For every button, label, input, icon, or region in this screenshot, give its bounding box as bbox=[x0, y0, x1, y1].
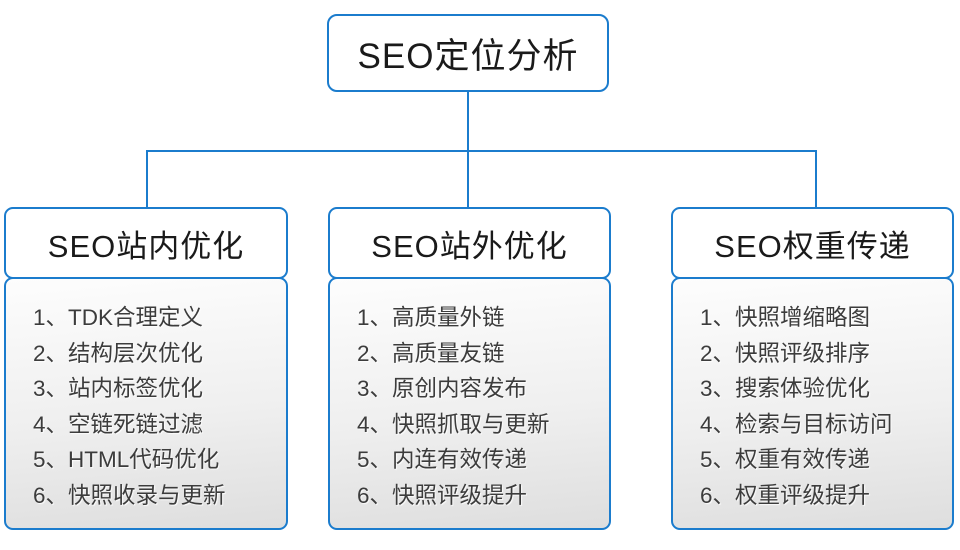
list-item: 6、快照收录与更新 bbox=[33, 482, 226, 508]
column-onsite-header: SEO站内优化 bbox=[4, 207, 288, 279]
column-onsite-optimization: SEO站内优化 1、TDK合理定义 2、结构层次优化 3、站内标签优化 4、空链… bbox=[4, 207, 288, 530]
list-item: 3、搜索体验优化 bbox=[700, 376, 871, 401]
column-offsite-panel: 1、高质量外链 2、高质量友链 3、原创内容发布 4、快照抓取与更新 5、内连有… bbox=[328, 277, 611, 530]
list-item: 5、HTML代码优化 bbox=[33, 447, 220, 472]
list-item: 2、高质量友链 bbox=[357, 340, 505, 366]
column-offsite-optimization: SEO站外优化 1、高质量外链 2、高质量友链 3、原创内容发布 4、快照抓取与… bbox=[328, 207, 611, 530]
column-onsite-title: SEO站内优化 bbox=[47, 228, 245, 264]
list-item: 6、权重评级提升 bbox=[700, 482, 871, 508]
column-offsite-item-list: 1、高质量外链 2、高质量友链 3、原创内容发布 4、快照抓取与更新 5、内连有… bbox=[357, 300, 601, 513]
column-weight-transfer: SEO权重传递 1、快照增缩略图 2、快照评级排序 3、搜索体验优化 4、检索与… bbox=[671, 207, 954, 530]
list-item: 3、原创内容发布 bbox=[357, 376, 528, 401]
column-onsite-panel: 1、TDK合理定义 2、结构层次优化 3、站内标签优化 4、空链死链过滤 5、H… bbox=[4, 277, 288, 530]
root-node-seo-positioning: SEO定位分析 bbox=[327, 14, 609, 92]
list-item: 6、快照评级提升 bbox=[357, 482, 528, 508]
list-item: 5、内连有效传递 bbox=[357, 447, 528, 472]
list-item: 2、快照评级排序 bbox=[700, 340, 871, 366]
connector-middle-drop bbox=[467, 150, 469, 208]
list-item: 4、检索与目标访问 bbox=[700, 411, 893, 437]
connector-left-drop bbox=[146, 150, 148, 208]
list-item: 3、站内标签优化 bbox=[33, 376, 204, 401]
column-onsite-item-list: 1、TDK合理定义 2、结构层次优化 3、站内标签优化 4、空链死链过滤 5、H… bbox=[33, 300, 278, 513]
list-item: 4、空链死链过滤 bbox=[33, 411, 204, 437]
column-weight-header: SEO权重传递 bbox=[671, 207, 954, 279]
list-item: 2、结构层次优化 bbox=[33, 340, 204, 366]
connector-right-drop bbox=[815, 150, 817, 208]
list-item: 1、快照增缩略图 bbox=[700, 305, 871, 330]
list-item: 1、高质量外链 bbox=[357, 305, 505, 330]
connector-horizontal-rail bbox=[146, 150, 817, 152]
column-weight-title: SEO权重传递 bbox=[714, 228, 911, 264]
column-weight-panel: 1、快照增缩略图 2、快照评级排序 3、搜索体验优化 4、检索与目标访问 5、权… bbox=[671, 277, 954, 530]
list-item: 1、TDK合理定义 bbox=[33, 305, 204, 330]
list-item: 4、快照抓取与更新 bbox=[357, 411, 550, 437]
column-weight-item-list: 1、快照增缩略图 2、快照评级排序 3、搜索体验优化 4、检索与目标访问 5、权… bbox=[700, 300, 944, 513]
column-offsite-title: SEO站外优化 bbox=[371, 228, 568, 264]
column-offsite-header: SEO站外优化 bbox=[328, 207, 611, 279]
list-item: 5、权重有效传递 bbox=[700, 447, 871, 472]
connector-root-vertical bbox=[467, 92, 469, 151]
root-node-title: SEO定位分析 bbox=[357, 36, 579, 76]
